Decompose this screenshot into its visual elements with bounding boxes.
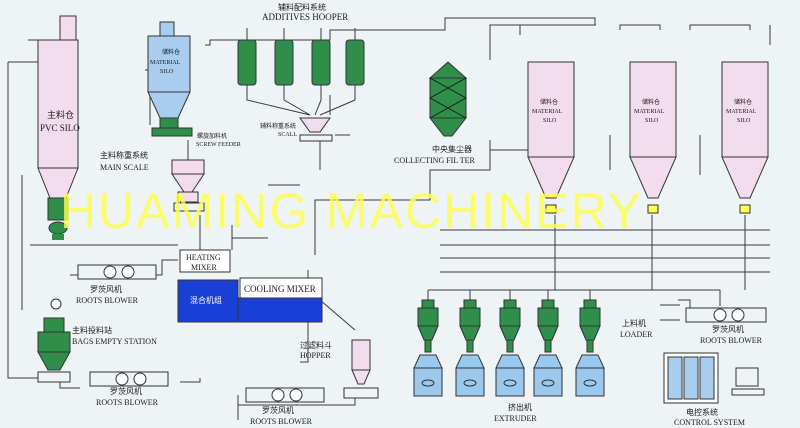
extruder-en: EXTRUDER (494, 414, 537, 423)
roots-blower-2: 罗茨风机 ROOTS BLOWER (89, 371, 169, 407)
extruder-1 (413, 354, 443, 397)
loader-3 (499, 299, 521, 353)
roots1-en: ROOTS BLOWER (76, 296, 139, 305)
bags-empty-station: 主料投料站 BAGS EMPTY STATION (37, 298, 157, 383)
roots4-cn: 罗茨风机 (712, 324, 744, 334)
silo1-en2: SILO (543, 118, 557, 124)
scall-cn: 辅料称重系统 (260, 122, 296, 130)
main-scale-cn: 主料称重系统 (100, 150, 148, 160)
silo1-cn: 储料仓 (540, 98, 558, 106)
loader-5 (579, 299, 601, 353)
collecting-filter: 中央集尘器 COLLECTING FIL TER (394, 61, 476, 165)
main-scale: 主料称重系统 MAIN SCALE (100, 150, 205, 212)
additives-cn: 辅料配料系统 (278, 2, 326, 12)
main-scale-en: MAIN SCALE (100, 163, 149, 172)
loader-2 (459, 299, 481, 353)
cooling-label: COOLING MIXER (244, 284, 316, 294)
hopper-en: HOPPER (300, 351, 331, 360)
control-en: CONTROL SYSTEM (674, 418, 745, 427)
roots1-cn: 罗茨风机 (90, 284, 122, 294)
material-silo-right-2: 储料仓 MATERIAL SILO (629, 61, 677, 214)
silo3-en2: SILO (737, 118, 751, 124)
hopper: 过滤料斗 HOPPER (300, 339, 379, 399)
silo1-en1: MATERIAL (532, 109, 563, 115)
pvc-silo-cn: 主料仓 (47, 109, 74, 120)
scall-en: SCALL (278, 132, 297, 138)
mixer-unit: HEATING MIXER COOLING MIXER 混合机组 (177, 249, 323, 323)
screw-en: SCREW FEEDER (196, 142, 241, 148)
silo2-en1: MATERIAL (634, 109, 665, 115)
extruders (413, 354, 605, 397)
roots-blower-1: 罗茨风机 ROOTS BLOWER (76, 264, 157, 305)
roots-blower-4: 罗茨风机 ROOTS BLOWER (685, 307, 767, 345)
control-system: 电控系统 CONTROL SYSTEM (663, 352, 765, 427)
extruder-3 (495, 354, 525, 397)
hopper-cn: 过滤料斗 (300, 340, 332, 350)
filter-en: COLLECTING FIL TER (394, 156, 476, 165)
silo3-cn: 储料仓 (734, 98, 752, 106)
blue-silo-en1: MATERIAL (150, 60, 181, 66)
extruder-2 (455, 354, 485, 397)
roots2-en: ROOTS BLOWER (96, 398, 159, 407)
heating-l2: MIXER (191, 263, 217, 272)
material-silo-right-1: 储料仓 MATERIAL SILO (527, 61, 575, 214)
additives-en: ADDITIVES HOOPER (262, 12, 348, 22)
silo3-en1: MATERIAL (726, 109, 757, 115)
roots-blower-3: 罗茨风机 ROOTS BLOWER (245, 387, 325, 426)
watermark: HUAMING MACHINERY (60, 183, 643, 239)
mix-cn: 混合机组 (190, 295, 222, 305)
filter-cn: 中央集尘器 (432, 144, 472, 154)
loader-en: LOADER (620, 330, 653, 339)
blue-silo-en2: SILO (160, 69, 174, 75)
silo2-en2: SILO (645, 118, 659, 124)
bags-en: BAGS EMPTY STATION (72, 337, 157, 346)
extruder-cn: 挤出机 (508, 402, 532, 412)
pipe-network (7, 17, 771, 420)
blue-silo-cn: 储料仓 (162, 48, 180, 56)
roots3-en: ROOTS BLOWER (250, 417, 313, 426)
pvc-silo-en: PVC SILO (40, 123, 80, 133)
screw-cn: 螺旋加料机 (197, 132, 227, 140)
additives-hoppers: 辅料配料系统 ADDITIVES HOOPER 辅料称重系统 SCALL (237, 2, 365, 142)
roots3-cn: 罗茨风机 (262, 405, 294, 415)
roots2-cn: 罗茨风机 (110, 386, 142, 396)
loaders (417, 299, 601, 353)
bags-cn: 主料投料站 (72, 325, 112, 335)
loader-cn: 上料机 (622, 318, 646, 328)
loader-4 (537, 299, 559, 353)
loader-1 (417, 299, 439, 353)
material-silo-blue: 储料仓 MATERIAL SILO 螺旋加料机 SCREW FEEDER (147, 21, 241, 148)
extruder-4 (533, 354, 563, 397)
silo2-cn: 储料仓 (642, 98, 660, 106)
extruder-5 (575, 354, 605, 397)
pvc-silo: 主料仓 PVC SILO (37, 15, 80, 240)
heating-l1: HEATING (186, 253, 221, 262)
control-cn: 电控系统 (686, 407, 718, 417)
material-silo-right-3: 储料仓 MATERIAL SILO (721, 61, 769, 214)
roots4-en: ROOTS BLOWER (700, 336, 763, 345)
